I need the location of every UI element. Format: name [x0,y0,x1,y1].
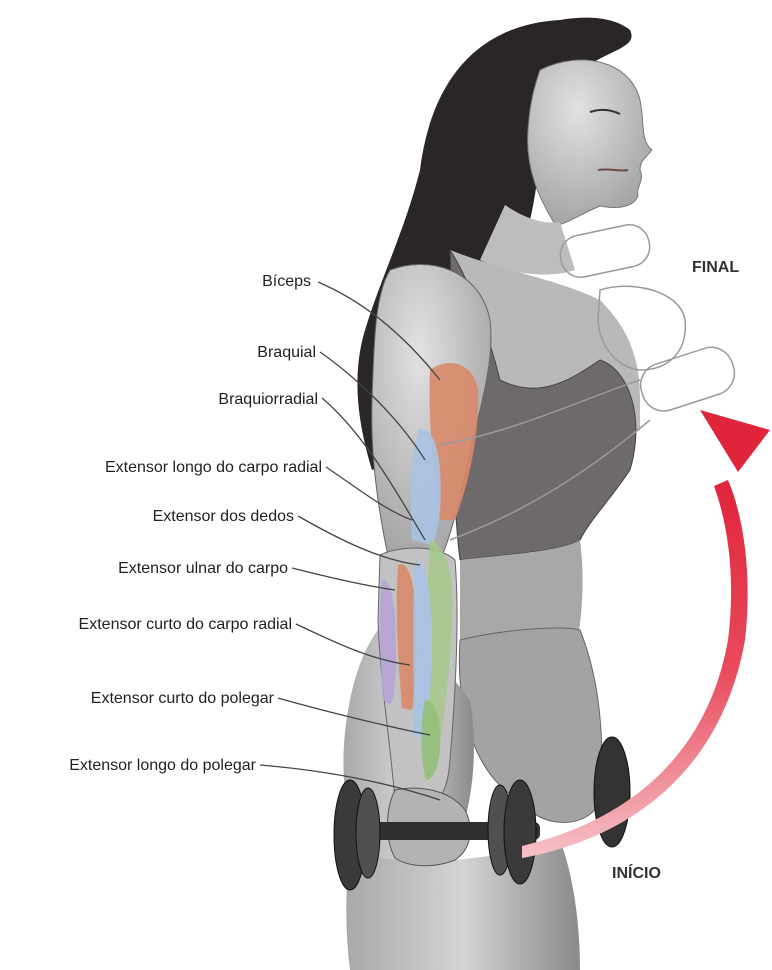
label-extensor-dos-dedos: Extensor dos dedos [153,508,294,525]
label-extensor-curto-polegar: Extensor curto do polegar [91,690,275,707]
label-inicio: INÍCIO [612,863,661,882]
legs [346,840,580,970]
label-biceps: Bíceps [262,273,311,290]
label-braquial: Braquial [257,344,316,361]
final-dumbbell-top [557,221,654,281]
label-extensor-longo-carpo-radial: Extensor longo do carpo radial [105,459,322,476]
muscle-labels: Bíceps Braquial Braquiorradial Extensor … [69,273,322,774]
arrow-head [700,410,770,472]
label-final: FINAL [692,259,739,276]
dumbbell-plate-left-inner [356,788,380,878]
final-dumbbell-bottom [635,342,740,417]
label-braquiorradial: Braquiorradial [218,391,318,408]
dumbbell-plate-right-outer [504,780,536,884]
label-extensor-longo-polegar: Extensor longo do polegar [69,757,256,774]
label-extensor-ulnar-carpo: Extensor ulnar do carpo [118,560,288,577]
label-extensor-curto-carpo-radial: Extensor curto do carpo radial [79,616,292,633]
face [528,60,652,226]
